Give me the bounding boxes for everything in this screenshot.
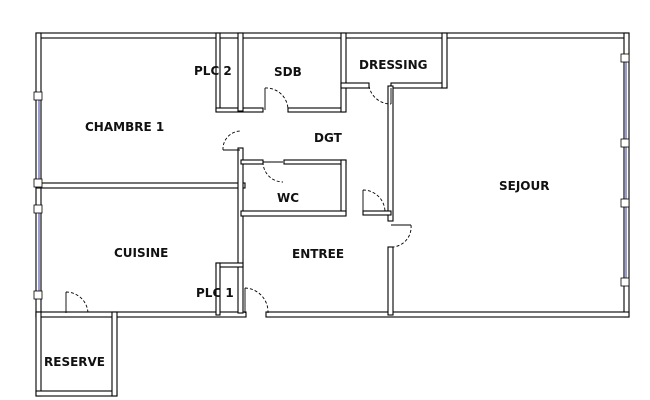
wall-sdb-bottom [287, 107, 345, 113]
wall-wc-bottom-right [362, 210, 392, 216]
label-sejour: SEJOUR [499, 179, 550, 193]
wall-wc-east [340, 159, 347, 216]
doors [65, 85, 412, 314]
label-plc-1: PLC 1 [196, 286, 234, 300]
window-mullion [620, 277, 630, 287]
wall-wc-top-left [240, 159, 264, 165]
wall-chambre-east-low [237, 147, 244, 314]
wall-wc-top [283, 159, 347, 165]
windows [33, 53, 630, 300]
window-mullion [33, 91, 43, 101]
wall-wc-bottom [240, 210, 347, 217]
wall-reserve-west [35, 311, 42, 397]
wall-dressing-east [441, 32, 448, 89]
window-mullion [620, 138, 630, 148]
label-sdb: SDB [274, 65, 302, 79]
room-labels: CHAMBRE 1 PLC 2 SDB DRESSING DGT WC SEJO… [44, 58, 550, 369]
wall-south-entree [265, 311, 630, 318]
window-mullion [620, 53, 630, 63]
wall-south-cuisine [35, 311, 247, 318]
label-reserve: RESERVE [44, 355, 105, 369]
label-entree: ENTREE [292, 247, 344, 261]
label-plc-2: PLC 2 [194, 64, 232, 78]
wall-sdb-east [340, 32, 347, 113]
window-mullion [620, 198, 630, 208]
wall-plc1-west [215, 262, 221, 316]
label-wc: WC [277, 191, 299, 205]
label-dgt: DGT [314, 131, 343, 145]
window-mullion [33, 178, 43, 188]
label-cuisine: CUISINE [114, 246, 168, 260]
window-mullion [33, 204, 43, 214]
wall-north [35, 32, 630, 39]
wall-reserve-south [35, 390, 118, 397]
wall-dressing-bottom [340, 82, 370, 89]
label-dressing: DRESSING [359, 58, 428, 72]
label-chambre-1: CHAMBRE 1 [85, 120, 164, 134]
wall-sejour-west-upper [387, 85, 394, 222]
wall-sejour-west-lower [387, 246, 394, 316]
wall-chambre-cuisine [35, 182, 246, 189]
wall-reserve-east [111, 311, 118, 397]
walls [35, 32, 630, 397]
wall-dressing-bottom-right [390, 82, 448, 89]
wall-plc2-east [237, 32, 244, 112]
window-mullion [33, 290, 43, 300]
